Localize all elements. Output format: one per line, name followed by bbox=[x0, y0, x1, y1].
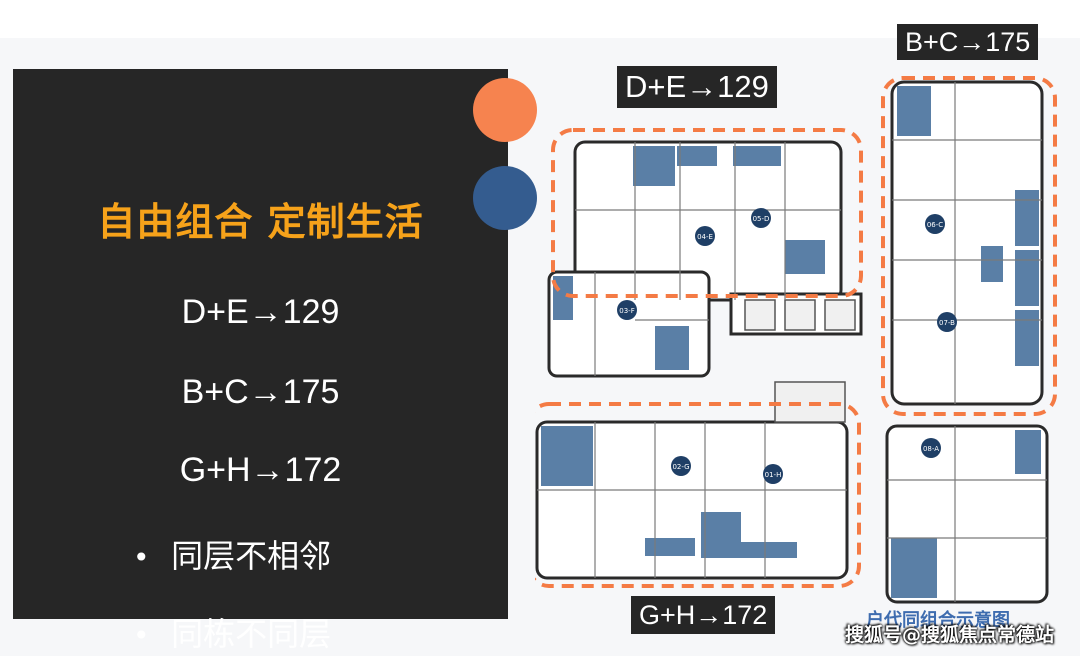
combo-line-de: D+E→129 bbox=[181, 293, 340, 331]
unit-label: 04-E bbox=[697, 233, 713, 241]
watermark: 搜狐号@搜狐焦点常德站 bbox=[844, 624, 1054, 646]
unit-label: 06-C bbox=[927, 221, 943, 229]
unit-label: 03-F bbox=[619, 307, 634, 315]
bullet-dot: • bbox=[133, 541, 150, 574]
combo-line-bc: B+C→175 bbox=[181, 373, 340, 411]
tag-bc: B+C→175 bbox=[897, 24, 1039, 60]
bullet-text: 同层不相邻 bbox=[171, 537, 332, 575]
combo-line-gh: G+H→172 bbox=[179, 451, 342, 489]
panel-title: 自由组合 定制生活 bbox=[97, 200, 424, 244]
plan-caption: 户代同组合示意图 bbox=[866, 610, 1010, 631]
bullet-item: • 同栋不同层 bbox=[133, 609, 331, 655]
bullet-dot: • bbox=[133, 619, 150, 652]
floor-plan-drawing: 04-E 05-D 06-C 07-B 03-F 02-G 01-H 08-A bbox=[527, 76, 1057, 604]
floor-plan: 04-E 05-D 06-C 07-B 03-F 02-G 01-H 08-A D+E→129… bbox=[527, 24, 1080, 656]
blue-circle-decoration bbox=[473, 166, 537, 230]
tag-gh: G+H→172 bbox=[631, 596, 776, 634]
orange-circle-decoration bbox=[473, 78, 537, 142]
unit-label: 02-G bbox=[672, 463, 689, 471]
bullet-item: • 同层不相邻 bbox=[133, 531, 331, 577]
unit-label: 05-D bbox=[753, 215, 770, 223]
bullet-text: 同栋不同层 bbox=[171, 615, 332, 653]
unit-label: 01-H bbox=[765, 471, 782, 479]
text-panel: 自由组合 定制生活 D+E→129 B+C→175 G+H→172 • 同层不相… bbox=[13, 69, 508, 653]
unit-label: 08-A bbox=[923, 445, 939, 453]
unit-label: 07-B bbox=[939, 319, 955, 327]
tag-de: D+E→129 bbox=[617, 66, 777, 108]
